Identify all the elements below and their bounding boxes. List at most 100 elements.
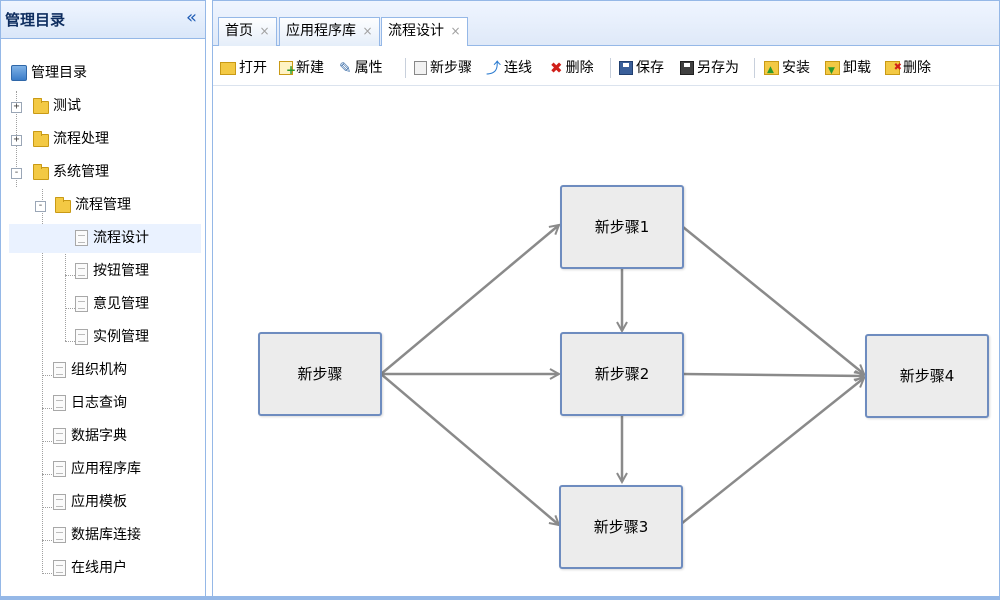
navigation-tree: 管理目录 + 测试 + 流程处理 - 系统管理 - 流程管理 流程设计 <box>1 39 205 599</box>
tree-item-app-library[interactable]: 应用程序库 <box>9 455 201 484</box>
delete-process-button[interactable]: 删除 <box>885 58 931 78</box>
edge-n0-n3[interactable] <box>380 373 559 525</box>
tree-guide-line <box>65 308 75 309</box>
flow-step-node[interactable]: 新步骤3 <box>559 485 683 569</box>
toolbar: 打开 新建 ✎属性 新步骤 ⤴连线 ✖删除 保存 另存为 安装 卸载 <box>213 46 999 86</box>
toolbar-separator <box>405 58 406 78</box>
tree-item-label: 数据库连接 <box>71 527 141 543</box>
tree-guide-line <box>65 275 75 276</box>
new-label: 新建 <box>296 60 324 76</box>
tree-item-label: 测试 <box>53 98 81 114</box>
tree-item-label: 应用程序库 <box>71 461 141 477</box>
folder-icon <box>33 98 49 114</box>
save-button[interactable]: 保存 <box>619 58 664 78</box>
sidebar-panel: 管理目录 « 管理目录 + 测试 + 流程处 <box>0 0 206 600</box>
flow-step-node[interactable]: 新步骤 <box>258 332 382 416</box>
main-panel: 首页 × 应用程序库 × 流程设计 × 打开 新建 ✎属性 新步骤 ⤴连线 ✖删… <box>212 0 1000 600</box>
tree-item-system-management[interactable]: - 系统管理 <box>9 158 201 187</box>
connector-icon: ⤴ <box>486 59 502 77</box>
tree-item-data-dictionary[interactable]: 数据字典 <box>9 422 201 451</box>
folder-open-icon <box>55 197 71 213</box>
database-icon <box>11 65 27 81</box>
new-button[interactable]: 新建 <box>279 58 324 80</box>
new-step-button[interactable]: 新步骤 <box>414 58 472 78</box>
collapse-icon[interactable]: - <box>11 168 22 179</box>
install-label: 安装 <box>782 60 810 76</box>
expand-icon[interactable]: + <box>11 135 22 146</box>
properties-label: 属性 <box>354 60 383 76</box>
tab-home[interactable]: 首页 × <box>218 17 277 46</box>
folder-open-icon <box>33 164 49 180</box>
connect-button[interactable]: ⤴连线 <box>486 58 532 78</box>
tree-guide-line <box>42 375 52 376</box>
install-button[interactable]: 安装 <box>764 58 810 80</box>
uninstall-button[interactable]: 卸载 <box>825 58 871 81</box>
connect-label: 连线 <box>504 60 533 76</box>
delete-folder-icon <box>885 58 902 78</box>
close-icon[interactable]: × <box>450 24 461 38</box>
tree-item-app-template[interactable]: 应用模板 <box>9 488 201 517</box>
tree-guide-line <box>65 224 66 341</box>
document-icon <box>53 362 66 378</box>
save-label: 保存 <box>636 60 664 76</box>
tree-item-instance-management[interactable]: 实例管理 <box>9 323 201 352</box>
collapse-sidebar-icon[interactable]: « <box>185 7 197 28</box>
save-as-button[interactable]: 另存为 <box>680 58 739 78</box>
flow-step-node[interactable]: 新步骤1 <box>560 185 684 269</box>
document-icon <box>53 395 66 411</box>
document-icon <box>75 296 88 312</box>
edge-n1-n4[interactable] <box>682 226 864 374</box>
tree-item-label: 数据字典 <box>71 428 127 444</box>
tree-item-log-query[interactable]: 日志查询 <box>9 389 201 418</box>
delete-label: 删除 <box>565 60 594 76</box>
collapse-icon[interactable]: - <box>35 201 46 212</box>
tree-item-process-handling[interactable]: + 流程处理 <box>9 125 201 154</box>
tree-item-label: 流程设计 <box>93 230 149 246</box>
tab-label: 应用程序库 <box>286 23 356 39</box>
flow-step-node[interactable]: 新步骤4 <box>865 334 989 418</box>
tree-guide-line <box>42 573 52 574</box>
tree-item-opinion-management[interactable]: 意见管理 <box>9 290 201 319</box>
close-icon[interactable]: × <box>259 24 270 38</box>
step-icon <box>414 61 427 75</box>
tree-guide-line <box>42 441 52 442</box>
uninstall-icon <box>825 61 840 81</box>
tree-guide-line <box>42 189 43 574</box>
delete-button[interactable]: ✖删除 <box>550 58 594 78</box>
tree-guide-line <box>42 540 52 541</box>
open-button[interactable]: 打开 <box>220 58 267 78</box>
edge-n0-n1[interactable] <box>380 225 559 375</box>
folder-icon <box>33 131 49 147</box>
tab-process-design[interactable]: 流程设计 × <box>381 17 468 47</box>
edge-n2-n4[interactable] <box>682 374 864 376</box>
tree-guide-line <box>42 474 52 475</box>
tree-item-label: 流程管理 <box>75 197 131 213</box>
new-file-icon <box>279 60 296 80</box>
tab-label: 首页 <box>225 23 253 39</box>
tree-item-process-management[interactable]: - 流程管理 <box>9 191 201 220</box>
tree-item-label: 系统管理 <box>53 164 109 180</box>
tree-guide-line <box>65 341 75 342</box>
tree-item-test[interactable]: + 测试 <box>9 92 201 121</box>
properties-button[interactable]: ✎属性 <box>339 58 383 78</box>
tree-item-root[interactable]: 管理目录 <box>9 59 201 88</box>
save-as-label: 另存为 <box>697 60 739 76</box>
tree-item-label: 在线用户 <box>71 560 127 576</box>
bottom-border <box>0 596 1000 600</box>
tree-item-online-users[interactable]: 在线用户 <box>9 554 201 583</box>
expand-icon[interactable]: + <box>11 102 22 113</box>
tree-item-button-management[interactable]: 按钮管理 <box>9 257 201 286</box>
save-as-icon <box>680 61 694 75</box>
close-icon[interactable]: × <box>362 24 373 38</box>
tree-item-organization[interactable]: 组织机构 <box>9 356 201 385</box>
flow-canvas[interactable]: 新步骤 新步骤1 新步骤2 新步骤3 新步骤4 <box>213 87 999 599</box>
delete-process-label: 删除 <box>903 60 931 76</box>
tab-bar: 首页 × 应用程序库 × 流程设计 × <box>213 1 999 47</box>
folder-open-icon <box>220 61 236 75</box>
flow-step-node[interactable]: 新步骤2 <box>560 332 684 416</box>
toolbar-separator <box>610 58 611 78</box>
edge-n3-n4[interactable] <box>680 378 864 525</box>
tab-app-library[interactable]: 应用程序库 × <box>279 17 380 46</box>
tree-item-db-connection[interactable]: 数据库连接 <box>9 521 201 550</box>
tree-item-process-design[interactable]: 流程设计 <box>9 224 201 253</box>
